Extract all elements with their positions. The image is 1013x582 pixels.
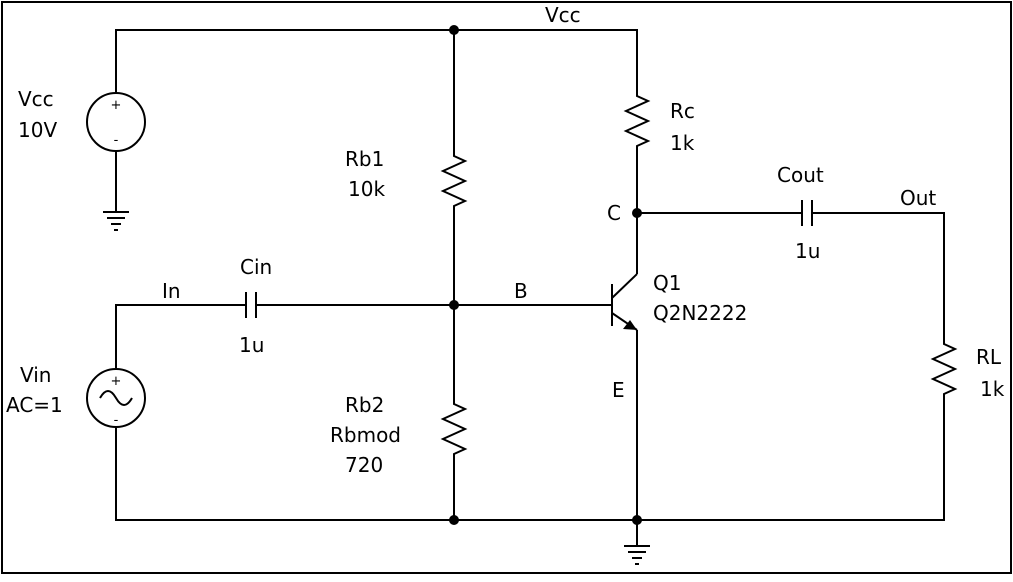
rb2-model: Rbmod <box>330 423 401 447</box>
vin-source-circle <box>86 368 146 428</box>
vcc-source-value: 10V <box>18 118 57 142</box>
rb1-name: Rb1 <box>345 147 384 171</box>
resistor-rb1[interactable] <box>440 152 468 212</box>
q1-model: Q2N2222 <box>653 301 747 325</box>
net-label-in: In <box>162 279 181 303</box>
junction-dot <box>449 25 459 35</box>
junction-dot <box>632 515 642 525</box>
q1-emitter-arrow-icon <box>623 320 637 330</box>
net-label-emitter: E <box>612 378 625 402</box>
q1-name: Q1 <box>653 271 681 295</box>
wire-vcc-rail <box>115 29 638 93</box>
resistor-rb2[interactable] <box>440 400 468 460</box>
vcc-source[interactable]: + - <box>86 92 146 152</box>
vin-source-value: AC=1 <box>6 393 63 417</box>
junctions <box>449 25 642 525</box>
rc-name: Rc <box>670 99 695 123</box>
wire-out <box>812 212 945 340</box>
rc-value: 1k <box>670 131 695 155</box>
sine-wave-icon <box>99 390 133 406</box>
rl-name: RL <box>976 345 1002 369</box>
rb2-value: 720 <box>345 453 383 477</box>
vin-source-minus: - <box>114 413 119 428</box>
vin-source-name: Vin <box>20 363 51 387</box>
transistor-q1[interactable] <box>611 273 638 331</box>
wires <box>115 29 945 546</box>
resistor-rc[interactable] <box>623 92 651 152</box>
resistor-rl[interactable] <box>930 340 958 400</box>
ground-icon <box>624 545 650 565</box>
junction-dot <box>449 300 459 310</box>
vcc-source-plus: + <box>111 98 122 113</box>
ground-icon <box>103 211 129 231</box>
q1-collector-lead <box>611 273 638 299</box>
wire-in <box>115 304 246 368</box>
net-label-base: B <box>514 279 528 303</box>
rl-value: 1k <box>980 377 1005 401</box>
capacitor-cout[interactable] <box>801 200 813 226</box>
cout-name: Cout <box>777 163 824 187</box>
cin-name: Cin <box>240 255 272 279</box>
capacitor-cin[interactable] <box>245 292 257 318</box>
rb2-name: Rb2 <box>345 393 384 417</box>
rb1-value: 10k <box>348 177 385 201</box>
vin-source-plus: + <box>111 374 122 389</box>
net-label-vcc: Vcc <box>545 3 581 27</box>
vin-source[interactable]: + - <box>86 368 146 428</box>
vcc-source-minus: - <box>114 133 119 148</box>
wire-ground-rail <box>115 400 945 521</box>
vcc-source-name: Vcc <box>18 87 54 111</box>
net-label-out: Out <box>900 186 936 210</box>
junction-dot <box>449 515 459 525</box>
net-label-collector: C <box>607 201 621 225</box>
vcc-source-circle <box>86 92 146 152</box>
cout-value: 1u <box>795 239 820 263</box>
junction-dot <box>632 208 642 218</box>
cin-value: 1u <box>239 333 264 357</box>
